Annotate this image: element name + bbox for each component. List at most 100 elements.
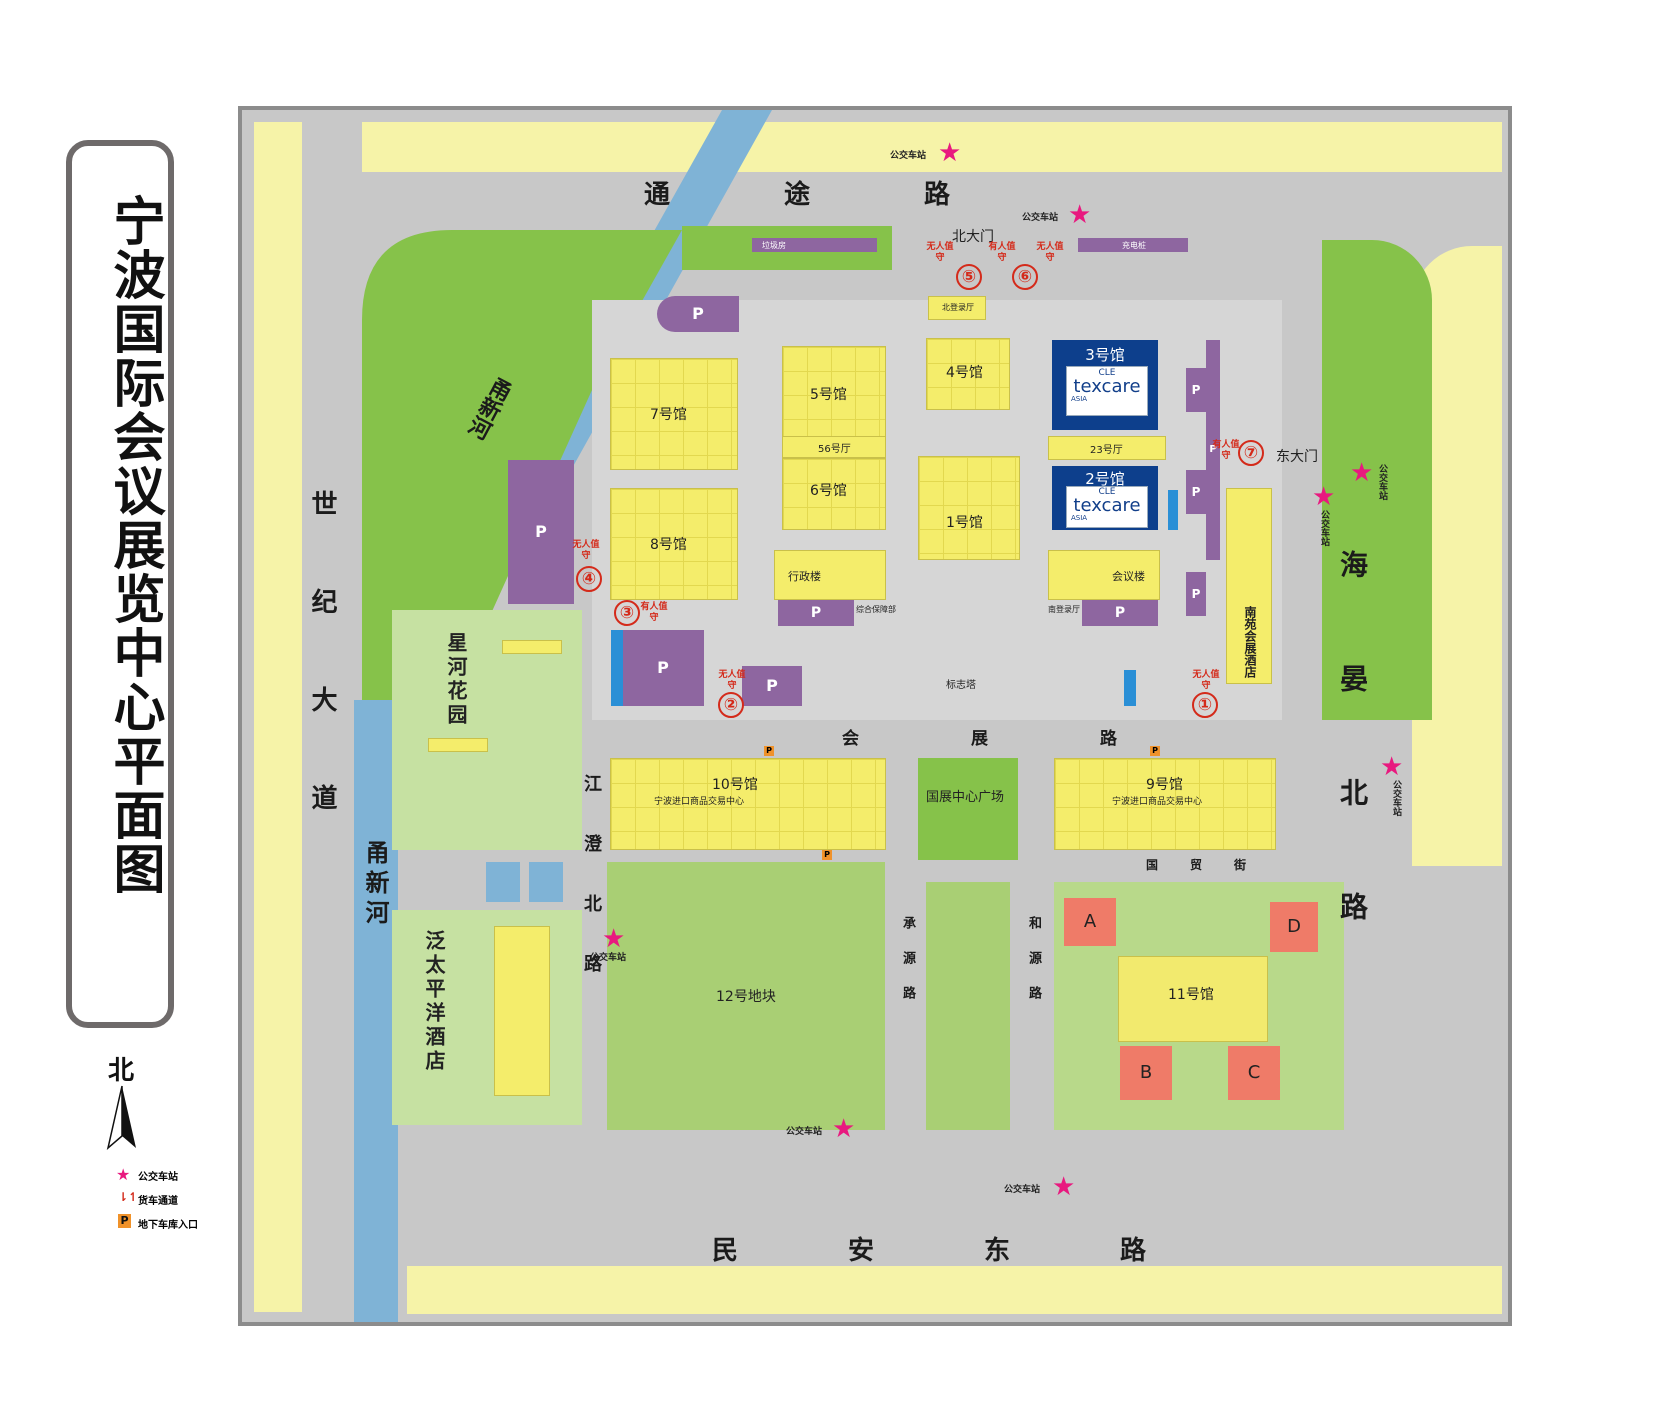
north-gate-label[interactable]: 北大门	[952, 229, 994, 245]
pacific-hotel-label: 泛太平洋酒店	[422, 930, 446, 1074]
texcare-logo: CLE texcare ASIA	[1066, 366, 1148, 416]
admin-building[interactable]	[774, 550, 886, 600]
hall-56[interactable]	[782, 436, 886, 458]
parking-lot-east-2: P	[1186, 470, 1206, 514]
nanyuan-hotel-building[interactable]	[1226, 488, 1272, 684]
hall-2-label: 2号馆	[1085, 470, 1125, 488]
road-tongtu: 通 途 路	[644, 180, 995, 210]
bus-stop-label: 公交车站	[1004, 1185, 1041, 1195]
hall-9-label: 9号馆	[1146, 777, 1183, 793]
river-pond-1	[486, 862, 520, 902]
garbage-label: 垃圾房	[762, 241, 786, 250]
hall-7-label: 7号馆	[650, 407, 687, 423]
hall-9-sub: 宁波进口商品交易中心	[1112, 797, 1203, 807]
star-icon[interactable]: ★	[938, 138, 962, 168]
star-icon[interactable]: ★	[1312, 482, 1336, 512]
site-map: P P P P P P P P P P 3号馆 CLE texcare ASIA…	[238, 106, 1512, 1326]
guard-gate-6b: 无人值守	[1036, 242, 1064, 263]
hall-10[interactable]	[610, 758, 886, 850]
hall-1[interactable]	[918, 456, 1020, 560]
hall-2[interactable]: 2号馆 CLE texcare ASIA	[1052, 466, 1158, 530]
compass-north-label: 北	[108, 1056, 135, 1086]
plot12-area	[607, 862, 885, 1130]
parking-icon: P	[822, 850, 832, 860]
block-d[interactable]: D	[1270, 902, 1318, 952]
bus-stop-label: 公交车站	[1391, 780, 1401, 816]
hall-9[interactable]	[1054, 758, 1276, 850]
parking-lot-west: P	[508, 460, 574, 604]
parking-icon: P	[118, 1214, 131, 1228]
gate-4[interactable]: ④	[576, 566, 602, 592]
guard-gate-3: 有人值守	[640, 602, 668, 623]
compass: 北	[100, 1050, 144, 1150]
texcare-logo: CLE texcare ASIA	[1066, 486, 1148, 528]
green-northeast	[1322, 240, 1432, 720]
parking-lot-conference: P	[1082, 600, 1158, 626]
landmark-tower-label: 标志塔	[946, 680, 976, 691]
hall-1-label: 1号馆	[946, 515, 983, 531]
support-dept-label: 综合保障部	[856, 605, 896, 614]
star-icon[interactable]: ★	[1052, 1172, 1076, 1202]
bus-stop-label: 公交车站	[1377, 464, 1387, 500]
parking-icon: P	[764, 746, 774, 756]
nanyuan-hotel-label: 南苑会展酒店	[1243, 606, 1257, 678]
road-minan: 民 安 东 路	[712, 1236, 1189, 1266]
nonmotor-parking-sign	[611, 630, 623, 706]
hall-11-label: 11号馆	[1168, 987, 1214, 1003]
north-hall-label: 北登录厅	[942, 303, 974, 312]
gate-7[interactable]: ⑦	[1238, 440, 1264, 466]
parking-lot-east-3: P	[1186, 572, 1206, 616]
pacific-area	[392, 910, 582, 1125]
hall-23[interactable]	[1048, 436, 1166, 460]
north-hall-building[interactable]	[928, 296, 986, 320]
hall-4[interactable]	[926, 338, 1010, 410]
hall-4-label: 4号馆	[946, 365, 983, 381]
gate-2[interactable]: ②	[718, 692, 744, 718]
block-b[interactable]: B	[1120, 1046, 1172, 1100]
road-shiji: 世纪大道	[307, 490, 337, 882]
gate-1[interactable]: ①	[1192, 692, 1218, 718]
admin-label: 行政楼	[788, 570, 821, 583]
star-icon[interactable]: ★	[832, 1114, 856, 1144]
river-label-lower: 甬新河	[361, 840, 389, 930]
plot12-label: 12号地块	[716, 989, 776, 1005]
block-c[interactable]: C	[1228, 1046, 1280, 1100]
legend: ★ 公交车站 ⇂↿ 货车通道 P 地下车库入口	[110, 1165, 250, 1246]
parking-lot-southwest: P	[622, 630, 704, 706]
pacific-building	[494, 926, 550, 1096]
hall-8[interactable]	[610, 488, 738, 600]
bus-stop-label: 公交车站	[786, 1127, 823, 1137]
hall-11-building[interactable]	[1118, 956, 1268, 1042]
east-gate-label[interactable]: 东大门	[1276, 449, 1318, 465]
title-frame: 宁波国际会议展览中心平面图	[66, 140, 174, 1028]
road-guomao: 国 贸 街	[1146, 858, 1257, 872]
star-icon[interactable]: ★	[1380, 752, 1404, 782]
hall-6[interactable]	[782, 458, 886, 530]
hall-8-label: 8号馆	[650, 537, 687, 553]
road-huizhan: 会 展 路	[842, 729, 1143, 749]
star-icon: ★	[116, 1165, 131, 1184]
conference-label: 会议楼	[1112, 570, 1145, 583]
guard-gate-5: 无人值守	[926, 242, 954, 263]
star-icon[interactable]: ★	[1350, 458, 1374, 488]
parking-lot-north: P	[657, 296, 739, 332]
star-icon[interactable]: ★	[602, 924, 626, 954]
hall-5[interactable]	[782, 346, 886, 438]
hall-3[interactable]: 3号馆 CLE texcare ASIA	[1052, 340, 1158, 430]
gate-6[interactable]: ⑥	[1012, 264, 1038, 290]
star-icon[interactable]: ★	[1068, 200, 1092, 230]
gate-5[interactable]: ⑤	[956, 264, 982, 290]
nonmotor-parking-sign	[1168, 490, 1178, 530]
parking-garbage-strip	[752, 238, 877, 252]
river-pond-2	[529, 862, 563, 902]
hall-7[interactable]	[610, 358, 738, 470]
block-a[interactable]: A	[1064, 898, 1116, 946]
nonmotor-parking-sign	[1124, 670, 1136, 706]
outer-strip-left	[254, 122, 302, 1312]
road-chengyuan: 承源路	[900, 916, 915, 1021]
hall-6-label: 6号馆	[810, 483, 847, 499]
conference-building[interactable]	[1048, 550, 1160, 600]
hall-3-label: 3号馆	[1085, 346, 1125, 364]
gate-3[interactable]: ③	[614, 600, 640, 626]
river-vertical	[354, 700, 398, 1322]
